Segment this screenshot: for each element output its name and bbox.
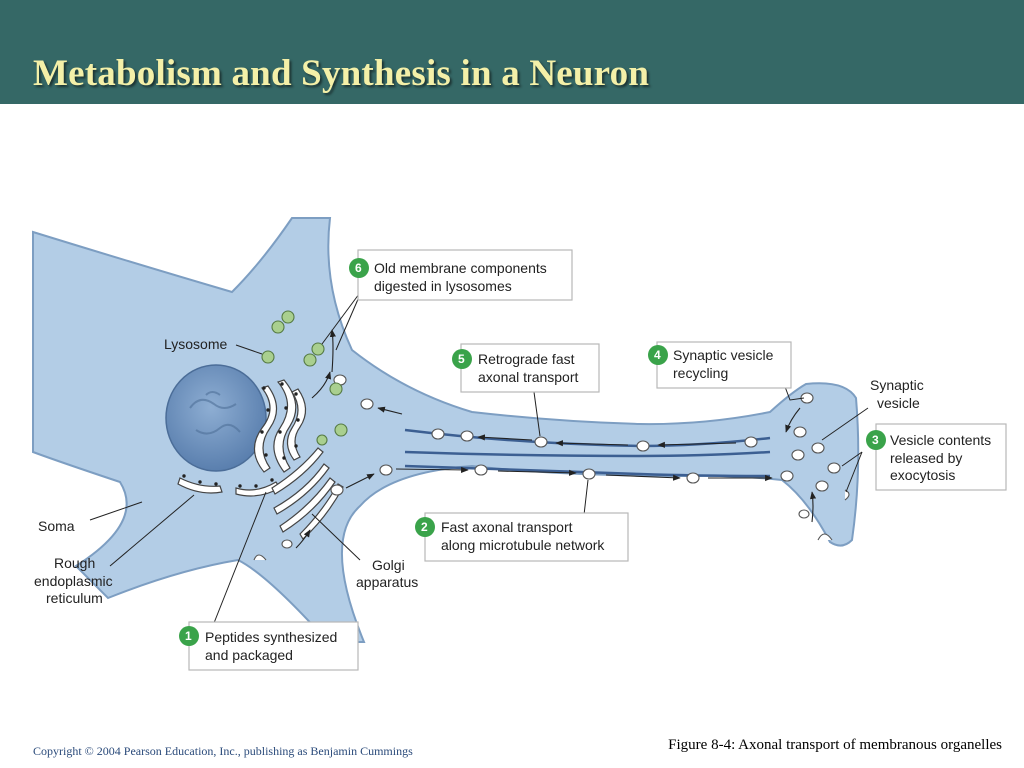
lysosome-label: Lysosome [164,336,228,352]
golgi-label: Golgi apparatus [356,557,418,590]
step-5-line-1: Retrograde fast [478,351,575,367]
svg-text:endoplasmic: endoplasmic [34,573,113,589]
step-3-number: 3 [872,433,879,447]
step-4-number: 4 [654,348,661,362]
step-1-line-1: Peptides synthesized [205,629,337,645]
step-1-line-2: and packaged [205,647,293,663]
step-4-callout: 4 Synaptic vesicle recycling [648,341,792,389]
step-6-line-2: digested in lysosomes [374,278,512,294]
svg-text:Synaptic: Synaptic [870,377,924,393]
svg-text:Rough: Rough [54,555,95,571]
step-1-number: 1 [185,629,192,643]
neuron-cell-body [32,217,860,643]
step-1-callout: 1 Peptides synthesized and packaged [179,621,359,671]
svg-text:vesicle: vesicle [877,395,920,411]
golgi-apparatus [271,447,344,540]
step-2-number: 2 [421,520,428,534]
rer-label: Rough endoplasmic reticulum [34,555,113,606]
step-2-callout: 2 Fast axonal transport along microtubul… [415,512,629,562]
step-6-number: 6 [355,261,362,275]
title-bar: Metabolism and Synthesis in a Neuron [0,0,1024,104]
slide-title: Metabolism and Synthesis in a Neuron [33,53,650,94]
nucleus [165,364,267,472]
svg-text:reticulum: reticulum [46,590,103,606]
svg-text:apparatus: apparatus [356,574,418,590]
step-4-line-1: Synaptic vesicle [673,347,774,363]
step-6-line-1: Old membrane components [374,260,547,276]
vesicles [253,374,850,561]
copyright-notice: Copyright © 2004 Pearson Education, Inc.… [33,744,413,758]
step-2-line-1: Fast axonal transport [441,519,573,535]
lysosomes [261,310,348,446]
figure-caption: Figure 8-4: Axonal transport of membrano… [668,737,1002,753]
step-5-number: 5 [458,352,465,366]
neuron-diagram: Lysosome Soma Rough endoplasmic reticulu… [32,217,1007,671]
transport-arrows [295,329,817,549]
soma-label: Soma [38,518,75,534]
step-5-line-2: axonal transport [478,369,579,385]
step-3-line-3: exocytosis [890,467,955,483]
step-5-callout: 5 Retrograde fast axonal transport [452,343,600,393]
step-3-line-2: released by [890,450,962,466]
synaptic-vesicle-label: Synaptic vesicle [870,377,924,411]
svg-text:Golgi: Golgi [372,557,405,573]
rough-endoplasmic-reticulum [177,379,307,497]
step-4-line-2: recycling [673,365,728,381]
step-6-callout: 6 Old membrane components digested in ly… [349,249,573,301]
step-3-callout: 3 Vesicle contents released by exocytosi… [866,423,1007,491]
step-3-line-1: Vesicle contents [890,432,991,448]
step-2-line-2: along microtubule network [441,537,605,553]
